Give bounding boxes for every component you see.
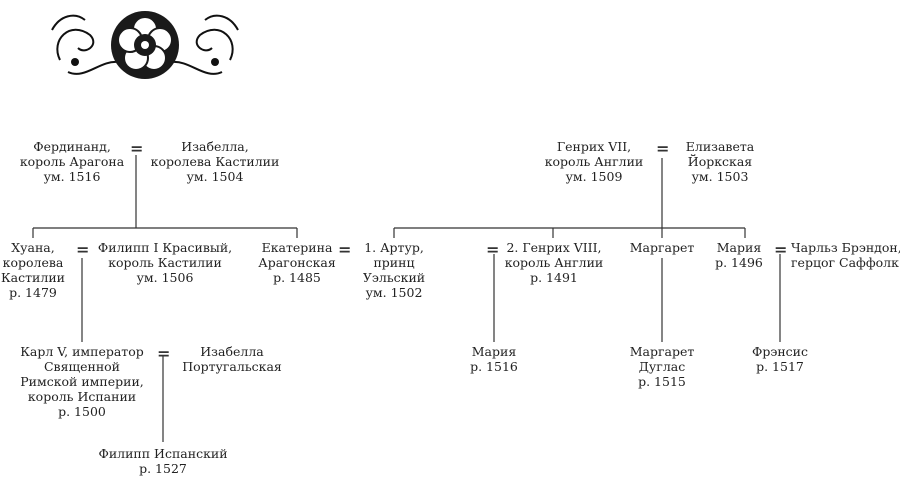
marriage-sign: = xyxy=(656,139,670,158)
person-juana: Хуана, королева Кастилии р. 1479 xyxy=(1,240,65,300)
person-henry-viii: 2. Генрих VIII, король Англии р. 1491 xyxy=(504,240,604,285)
marriage-sign: = xyxy=(338,240,352,259)
marriage-sign: = xyxy=(76,240,90,259)
person-philip-i: Филипп I Красивый, король Кастилии ум. 1… xyxy=(97,240,233,285)
tudor-rose-ornament-icon xyxy=(51,11,239,79)
person-mary-tudor: Мария р. 1496 xyxy=(715,240,763,270)
marriage-sign: = xyxy=(157,344,171,363)
person-margaret-douglas: Маргарет Дуглас р. 1515 xyxy=(629,344,695,389)
person-margaret-tudor: Маргарет xyxy=(629,240,695,255)
person-henry-vii: Генрих VII, король Англии ум. 1509 xyxy=(544,139,644,184)
person-charles-brandon: Чарльз Брэндон, герцог Саффолк xyxy=(791,240,900,270)
marriage-sign: = xyxy=(486,240,500,259)
marriage-sign: = xyxy=(774,240,788,259)
person-frances: Фрэнсис р. 1517 xyxy=(751,344,809,374)
person-isabella-portugal: Изабелла Португальская xyxy=(182,344,282,374)
marriage-sign: = xyxy=(130,139,144,158)
person-charles-v: Карл V, император Священной Римской импе… xyxy=(20,344,144,419)
person-catherine-aragon: Екатерина Арагонская р. 1485 xyxy=(258,240,336,285)
person-ferdinand: Фердинанд, король Арагона ум. 1516 xyxy=(19,139,125,184)
person-mary-i: Мария р. 1516 xyxy=(470,344,518,374)
person-elizabeth-york: Елизавета Йоркская ум. 1503 xyxy=(685,139,755,184)
person-philip-ii: Филипп Испанский р. 1527 xyxy=(98,446,228,476)
person-arthur: 1. Артур, принц Уэльский ум. 1502 xyxy=(362,240,426,300)
person-isabella-castile: Изабелла, королева Кастилии ум. 1504 xyxy=(150,139,280,184)
